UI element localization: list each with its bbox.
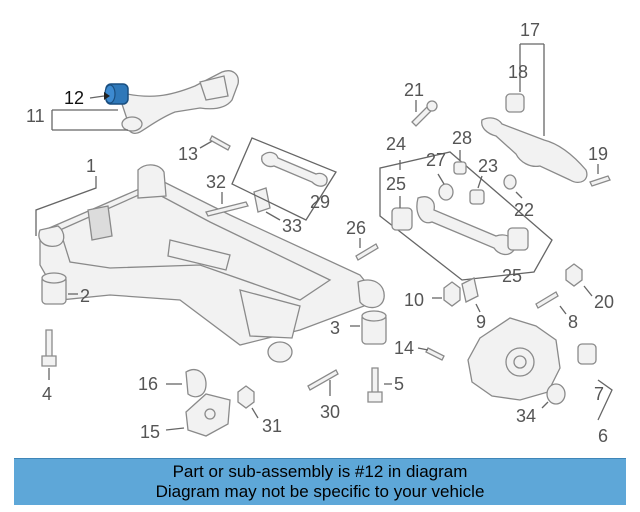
callout-28: 28 <box>452 128 472 148</box>
callout-21: 21 <box>404 80 424 100</box>
callout-26: 26 <box>346 218 366 238</box>
callout-25-upper: 25 <box>386 174 406 194</box>
callout-1: 1 <box>86 156 96 176</box>
callout-25-lower: 25 <box>502 266 522 286</box>
callout-34: 34 <box>516 406 536 426</box>
callout-13: 13 <box>178 144 198 164</box>
callout-27: 27 <box>426 150 446 170</box>
callout-14: 14 <box>394 338 414 358</box>
callout-23: 23 <box>478 156 498 176</box>
caption-line-1: Part or sub-assembly is #12 in diagram <box>172 462 468 481</box>
callout-6: 6 <box>598 426 608 446</box>
callout-3: 3 <box>330 318 340 338</box>
callout-7: 7 <box>594 384 604 404</box>
callout-22: 22 <box>514 200 534 220</box>
callout-15: 15 <box>140 422 160 442</box>
callout-16: 16 <box>138 374 158 394</box>
callout-32: 32 <box>206 172 226 192</box>
callout-11: 11 <box>26 106 45 126</box>
callout-20: 20 <box>594 292 614 312</box>
callout-29: 29 <box>310 192 330 212</box>
callout-12: 12 <box>64 88 84 108</box>
callout-4: 4 <box>42 384 52 404</box>
callout-18: 18 <box>508 62 528 82</box>
callout-9: 9 <box>476 312 486 332</box>
callout-8: 8 <box>568 312 578 332</box>
callout-30: 30 <box>320 402 340 422</box>
callout-33: 33 <box>282 216 302 236</box>
callout-24: 24 <box>386 134 406 154</box>
caption-line-2: Diagram may not be specific to your vehi… <box>155 482 485 501</box>
callout-2: 2 <box>80 286 90 306</box>
parts-diagram: 11 12 13 1 2 3 4 5 30 14 16 <box>26 20 614 446</box>
callout-10: 10 <box>404 290 424 310</box>
callout-19: 19 <box>588 144 608 164</box>
callout-5: 5 <box>394 374 404 394</box>
callout-31: 31 <box>262 416 282 436</box>
subframe <box>38 164 385 363</box>
callout-17: 17 <box>520 20 540 40</box>
trailing-arm-assembly <box>104 70 239 134</box>
caption-banner: Part or sub-assembly is #12 in diagram D… <box>14 458 626 505</box>
